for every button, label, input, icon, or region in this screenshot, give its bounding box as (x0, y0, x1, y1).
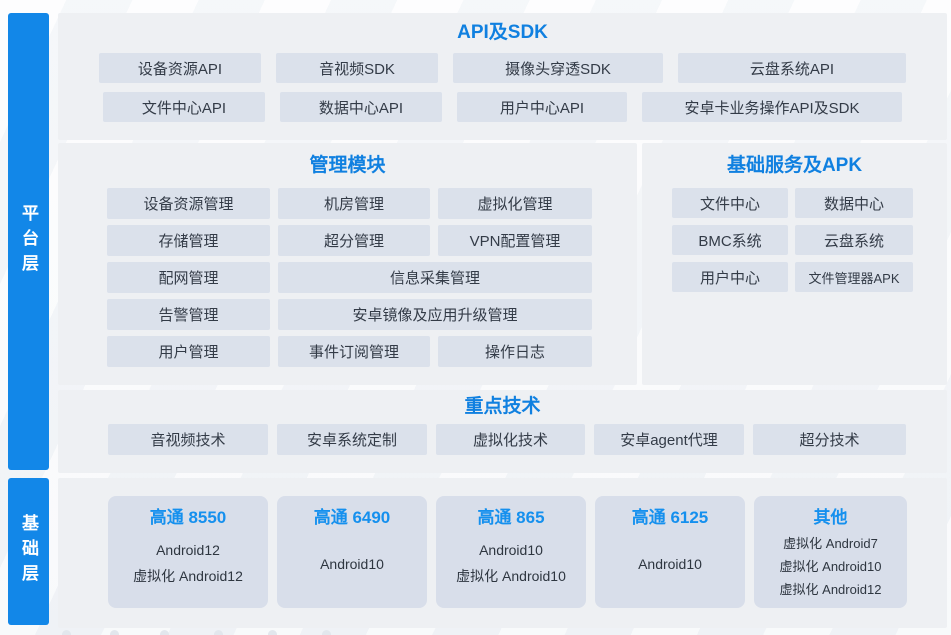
decorative-dot (214, 630, 223, 635)
chipset-card-body: Android10 (595, 527, 745, 608)
tech-row: 音视频技术 安卓系统定制 虚拟化技术 安卓agent代理 超分技术 (108, 424, 947, 455)
chipset-line: 虚拟化 Android12 (133, 567, 243, 584)
chipset-line: 虚拟化 Android7 (783, 536, 878, 551)
services-title: 基础服务及APK (726, 155, 863, 176)
base-layer-label: 基础层 (19, 514, 38, 589)
chipset-line: Android10 (638, 555, 702, 572)
chipset-line: 虚拟化 Android10 (779, 559, 882, 574)
box-camera-passthrough-sdk: 摄像头穿透SDK (453, 53, 663, 83)
chipset-card-title: 高通 6490 (313, 508, 391, 527)
management-panel: 管理模块 设备资源管理 机房管理 虚拟化管理 存储管理 超分管理 VPN配置管理… (58, 143, 637, 385)
box-file-center: 文件中心 (672, 188, 788, 218)
box-data-center: 数据中心 (795, 188, 913, 218)
management-title: 管理模块 (309, 155, 386, 176)
decorative-dot (268, 630, 277, 635)
api-sdk-row-1: 设备资源API 音视频SDK 摄像头穿透SDK 云盘系统API (58, 53, 947, 83)
chipset-card-6125: 高通 6125 Android10 (595, 496, 745, 608)
decorative-dot (62, 630, 71, 635)
box-virtualization-mgmt: 虚拟化管理 (438, 188, 592, 219)
box-android-customization: 安卓系统定制 (277, 424, 427, 455)
management-grid: 设备资源管理 机房管理 虚拟化管理 存储管理 超分管理 VPN配置管理 配网管理… (107, 188, 637, 367)
box-alarm-mgmt: 告警管理 (107, 299, 270, 330)
box-file-center-api: 文件中心API (103, 92, 265, 122)
chipset-card-body: 虚拟化 Android7 虚拟化 Android10 虚拟化 Android12 (754, 527, 907, 608)
base-layer-bar: 基础层 (8, 478, 49, 625)
chipset-card-body: Android12 虚拟化 Android12 (108, 527, 268, 608)
box-user-center: 用户中心 (672, 262, 788, 292)
box-av-tech: 音视频技术 (108, 424, 268, 455)
chipset-line: Android10 (320, 555, 384, 572)
chipset-card-title: 高通 865 (477, 508, 545, 527)
box-bmc-system: BMC系统 (672, 225, 788, 255)
services-grid: 文件中心 数据中心 BMC系统 云盘系统 用户中心 文件管理器APK (672, 188, 947, 292)
box-super-resolution-mgmt: 超分管理 (278, 225, 430, 256)
platform-layer-bar: 平台层 (8, 13, 49, 470)
box-device-resource-mgmt: 设备资源管理 (107, 188, 270, 219)
box-av-sdk: 音视频SDK (276, 53, 438, 83)
chipset-line: Android12 (156, 541, 220, 558)
box-super-resolution-tech: 超分技术 (753, 424, 906, 455)
box-virtualization-tech: 虚拟化技术 (436, 424, 585, 455)
chipset-line: 虚拟化 Android10 (456, 567, 566, 584)
chipset-card-title: 其他 (813, 508, 848, 527)
chipset-card-title: 高通 8550 (149, 508, 227, 527)
box-android-image-upgrade-mgmt: 安卓镜像及应用升级管理 (278, 299, 592, 330)
chipset-card-8550: 高通 8550 Android12 虚拟化 Android12 (108, 496, 268, 608)
chipset-line: Android10 (479, 541, 543, 558)
decorative-dot (110, 630, 119, 635)
chipset-cards: 高通 8550 Android12 虚拟化 Android12 高通 6490 … (108, 496, 947, 608)
chipset-panel: 高通 8550 Android12 虚拟化 Android12 高通 6490 … (58, 478, 947, 628)
tech-panel: 重点技术 音视频技术 安卓系统定制 虚拟化技术 安卓agent代理 超分技术 (58, 390, 947, 473)
chipset-card-body: Android10 (277, 527, 427, 608)
box-android-agent: 安卓agent代理 (594, 424, 744, 455)
box-user-mgmt: 用户管理 (107, 336, 270, 367)
chipset-card-other: 其他 虚拟化 Android7 虚拟化 Android10 虚拟化 Androi… (754, 496, 907, 608)
box-event-subscription-mgmt: 事件订阅管理 (278, 336, 430, 367)
box-data-center-api: 数据中心API (280, 92, 442, 122)
box-machine-room-mgmt: 机房管理 (278, 188, 430, 219)
chipset-line: 虚拟化 Android12 (779, 582, 882, 597)
box-device-resource-api: 设备资源API (99, 53, 261, 83)
box-vpn-config-mgmt: VPN配置管理 (438, 225, 592, 256)
decorative-dot (322, 630, 331, 635)
services-panel: 基础服务及APK 文件中心 数据中心 BMC系统 云盘系统 用户中心 文件管理器… (642, 143, 947, 385)
api-sdk-panel: API及SDK 设备资源API 音视频SDK 摄像头穿透SDK 云盘系统API … (58, 13, 947, 140)
chipset-card-865: 高通 865 Android10 虚拟化 Android10 (436, 496, 586, 608)
chipset-card-6490: 高通 6490 Android10 (277, 496, 427, 608)
api-sdk-row-2: 文件中心API 数据中心API 用户中心API 安卓卡业务操作API及SDK (58, 92, 947, 122)
box-cloud-disk-system: 云盘系统 (795, 225, 913, 255)
chipset-card-body: Android10 虚拟化 Android10 (436, 527, 586, 608)
box-android-card-api-sdk: 安卓卡业务操作API及SDK (642, 92, 902, 122)
tech-title: 重点技术 (464, 396, 541, 417)
chipset-card-title: 高通 6125 (631, 508, 709, 527)
box-operation-log: 操作日志 (438, 336, 592, 367)
box-storage-mgmt: 存储管理 (107, 225, 270, 256)
box-network-config-mgmt: 配网管理 (107, 262, 270, 293)
api-sdk-title: API及SDK (457, 22, 548, 43)
decorative-dot (160, 630, 169, 635)
box-info-collection-mgmt: 信息采集管理 (278, 262, 592, 293)
platform-layer-label: 平台层 (19, 204, 38, 279)
box-user-center-api: 用户中心API (457, 92, 627, 122)
box-cloud-disk-api: 云盘系统API (678, 53, 906, 83)
box-file-manager-apk: 文件管理器APK (795, 262, 913, 292)
